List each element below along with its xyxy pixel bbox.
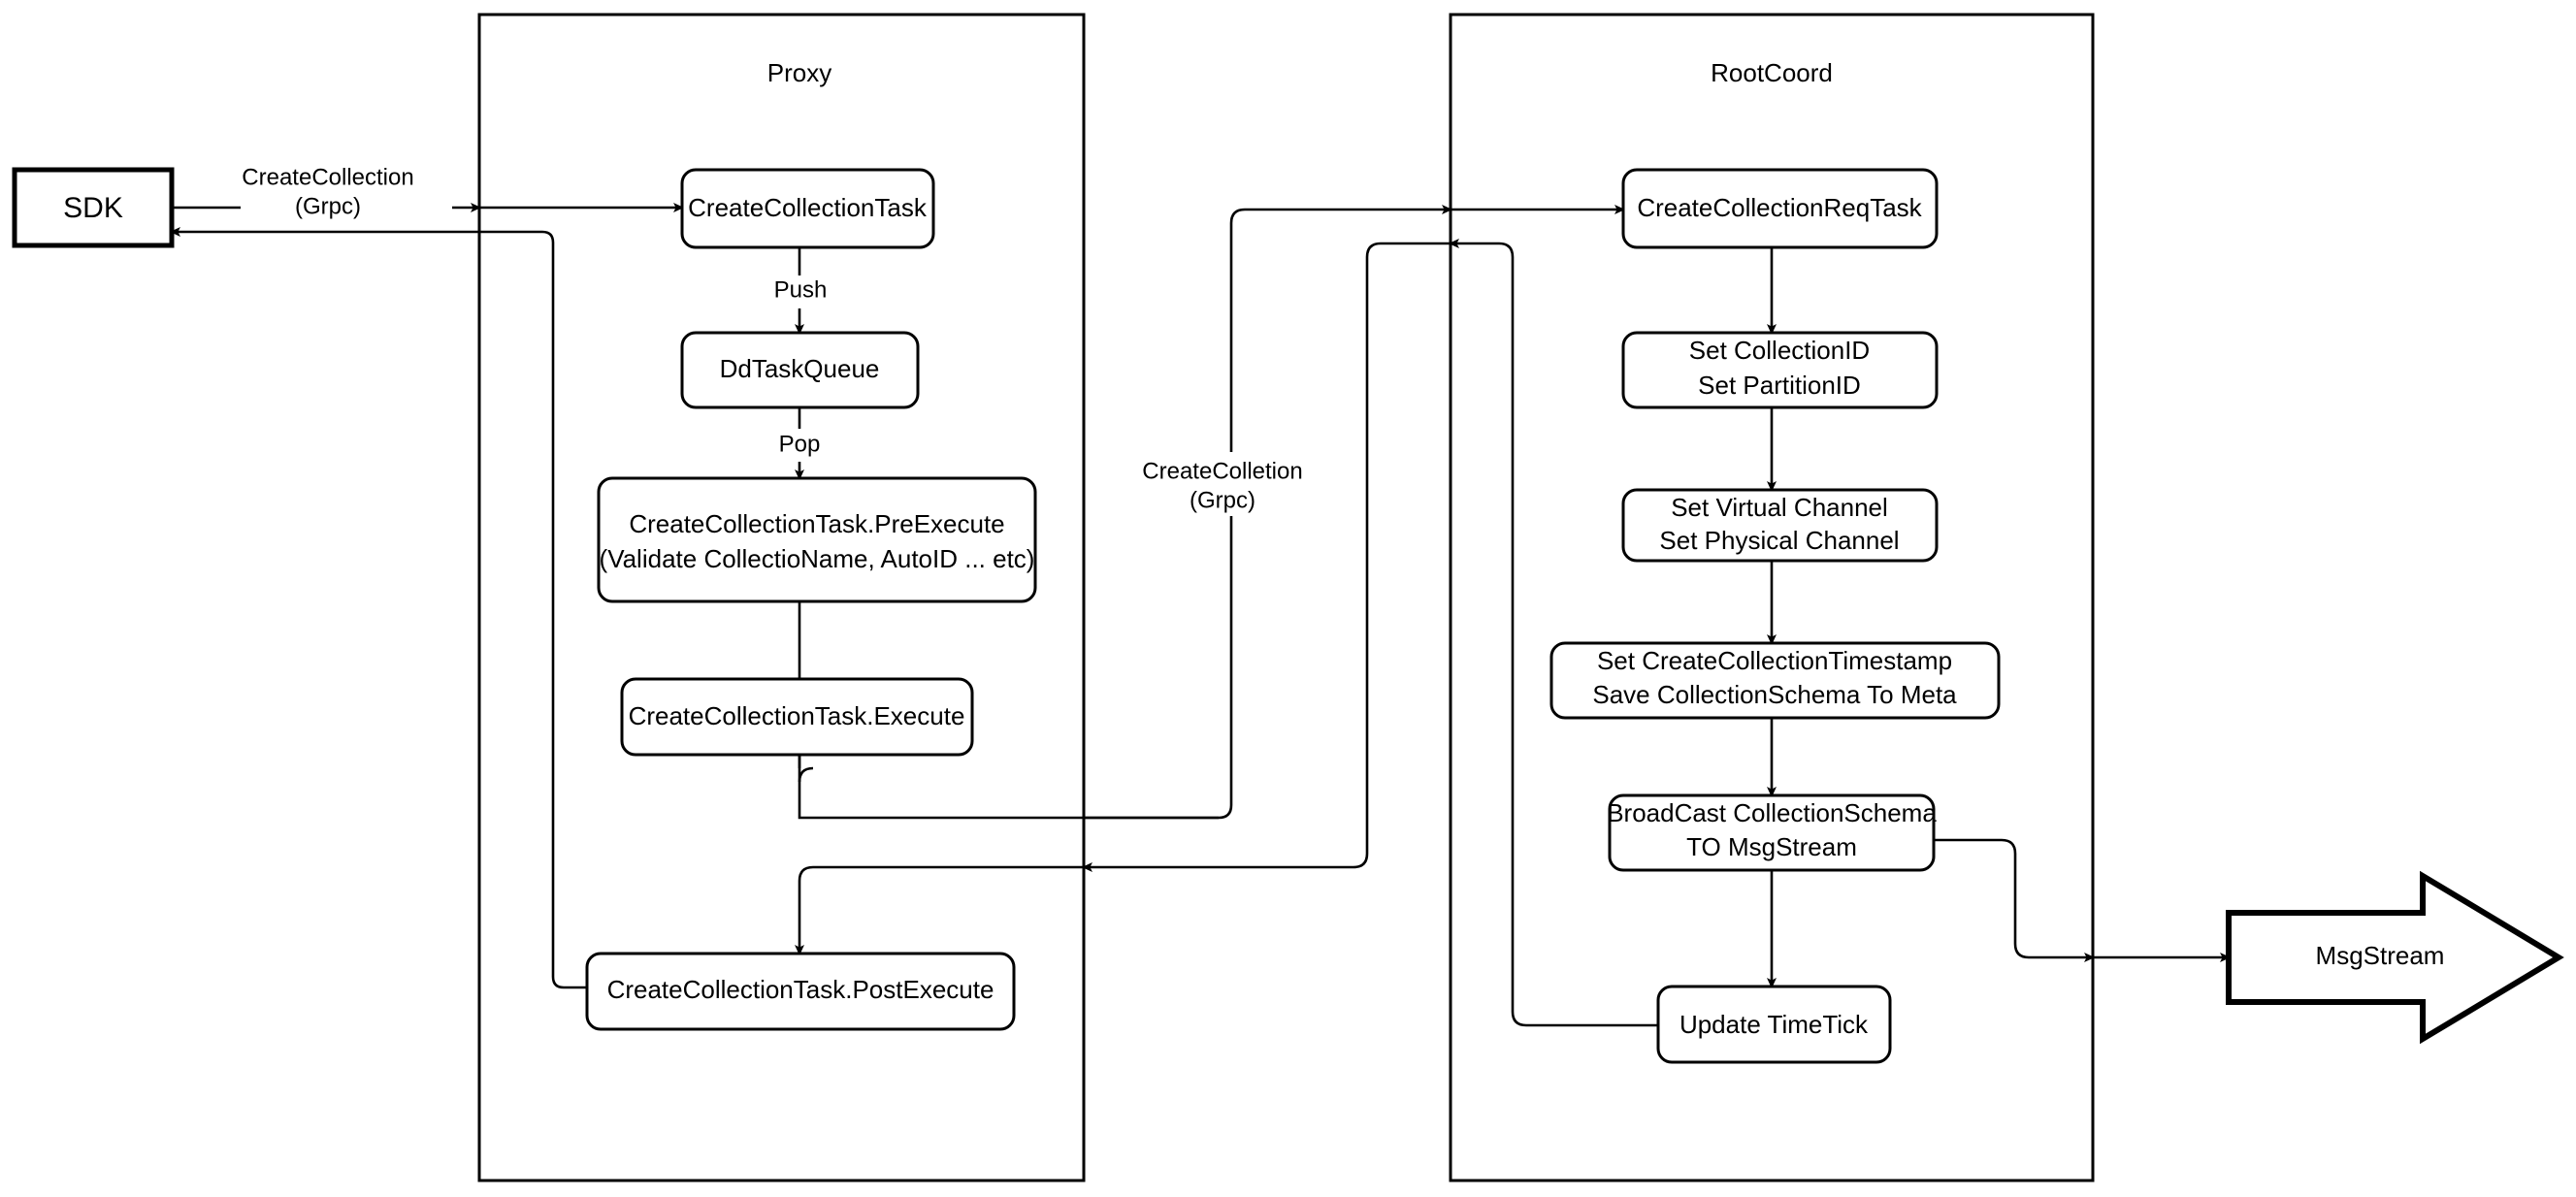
node-create-collection-req-task-label: CreateCollectionReqTask	[1637, 193, 1922, 222]
node-post-execute-box	[585, 952, 1016, 1031]
node-pre-execute[interactable]: CreateCollectionTask.PreExecute (Validat…	[597, 476, 1037, 603]
edge-broadcast-to-msgstream-riser	[1934, 838, 2095, 962]
node-update-timetick-box	[1656, 985, 1892, 1064]
node-set-timestamp-label-line2: Save CollectionSchema To Meta	[1592, 680, 1957, 709]
edge-label-sdk-to-proxy-line1: CreateCollection	[242, 164, 413, 190]
node-execute-box	[620, 677, 974, 757]
node-broadcast-label-line2: TO MsgStream	[1686, 832, 1857, 861]
edge-update-timetick-return-riser	[1449, 239, 1658, 1027]
node-pre-execute-label-line1: CreateCollectionTask.PreExecute	[629, 509, 1004, 538]
node-update-timetick[interactable]: Update TimeTick	[1656, 985, 1892, 1064]
edge-label-push-bg	[757, 275, 844, 308]
node-create-collection-task-label: CreateCollectionTask	[688, 193, 928, 222]
edge-post-execute-to-sdk	[170, 227, 587, 989]
edge-label-sdk-to-proxy-line2: (Grpc)	[295, 193, 361, 219]
node-dd-task-queue[interactable]: DdTaskQueue	[680, 331, 920, 409]
edge-label-proxy-to-rootcoord-line2: (Grpc)	[1190, 487, 1255, 513]
node-dd-task-queue-box	[680, 331, 920, 409]
node-broadcast[interactable]: BroadCast CollectionSchema TO MsgStream	[1607, 793, 1937, 872]
node-broadcast-label-line1: BroadCast CollectionSchema	[1607, 798, 1937, 827]
edge-label-pop-bg	[761, 429, 838, 462]
node-set-channels-label-line1: Set Virtual Channel	[1671, 493, 1888, 522]
node-sdk-label: SDK	[63, 192, 123, 224]
edge-execute-corner-a	[798, 766, 814, 783]
edge-label-sdk-to-proxy-bg	[241, 163, 452, 227]
node-sdk[interactable]: SDK	[12, 167, 175, 248]
node-sdk-box	[12, 167, 175, 248]
edge-label-proxy-to-rootcoord-bg	[1133, 452, 1343, 516]
node-update-timetick-label: Update TimeTick	[1679, 1010, 1869, 1039]
node-set-ids-label-line1: Set CollectionID	[1689, 336, 1870, 365]
edge-middle-up-to-rootcoord	[1229, 205, 1452, 805]
node-set-channels[interactable]: Set Virtual Channel Set Physical Channel	[1621, 488, 1939, 563]
edge-middle-corner-bottom	[1218, 804, 1233, 820]
container-proxy-title: Proxy	[767, 58, 831, 87]
node-set-channels-box	[1621, 488, 1939, 563]
node-broadcast-box	[1608, 793, 1936, 872]
node-create-collection-req-task[interactable]: CreateCollectionReqTask	[1621, 168, 1939, 249]
node-create-collection-task-box	[680, 168, 935, 249]
node-post-execute[interactable]: CreateCollectionTask.PostExecute	[585, 952, 1016, 1031]
node-set-ids[interactable]: Set CollectionID Set PartitionID	[1621, 331, 1939, 409]
node-set-timestamp-box	[1549, 641, 2001, 720]
node-msgstream[interactable]: MsgStream	[2226, 870, 2564, 1045]
node-pre-execute-label-line2: (Validate CollectioName, AutoID ... etc)	[600, 544, 1035, 573]
node-create-collection-task[interactable]: CreateCollectionTask	[680, 168, 935, 249]
node-execute[interactable]: CreateCollectionTask.Execute	[620, 677, 974, 757]
node-post-execute-label: CreateCollectionTask.PostExecute	[607, 975, 995, 1004]
node-create-collection-req-task-box	[1621, 168, 1939, 249]
edge-rootcoord-return-to-proxy	[1082, 242, 1451, 872]
edge-label-proxy-to-rootcoord: CreateColletion (Grpc)	[1133, 452, 1343, 516]
node-msgstream-arrow-shape	[2226, 870, 2564, 1045]
edge-label-pop-text: Pop	[779, 431, 821, 457]
edge-label-proxy-to-rootcoord-line1: CreateColletion	[1142, 458, 1302, 484]
node-pre-execute-box	[597, 476, 1037, 603]
edge-label-push-text: Push	[774, 276, 828, 303]
node-set-timestamp[interactable]: Set CreateCollectionTimestamp Save Colle…	[1549, 641, 2001, 720]
node-msgstream-label: MsgStream	[2316, 941, 2445, 970]
edge-label-pop: Pop	[761, 429, 838, 462]
node-execute-label: CreateCollectionTask.Execute	[629, 701, 965, 730]
edge-return-down-to-post-execute	[795, 865, 1084, 955]
node-set-timestamp-label-line1: Set CreateCollectionTimestamp	[1597, 646, 1952, 675]
node-set-ids-label-line2: Set PartitionID	[1698, 371, 1861, 400]
edge-label-push: Push	[757, 275, 844, 308]
node-set-channels-label-line2: Set Physical Channel	[1659, 526, 1899, 555]
edge-label-sdk-to-proxy: CreateCollection (Grpc)	[241, 163, 452, 227]
node-dd-task-queue-label: DdTaskQueue	[720, 354, 880, 383]
container-rootcoord-title: RootCoord	[1711, 58, 1833, 87]
node-set-ids-box	[1621, 331, 1939, 409]
